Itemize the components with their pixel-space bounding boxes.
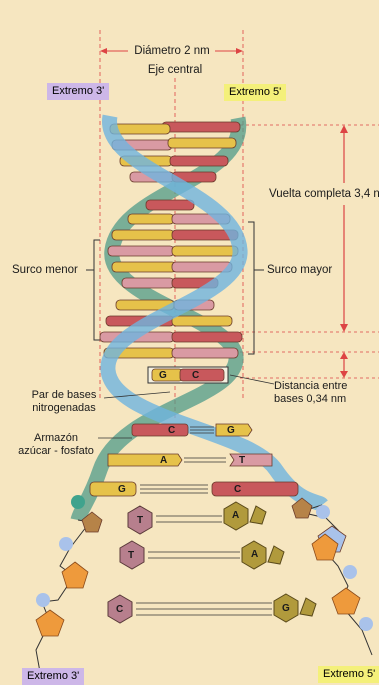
- full-turn-label: Vuelta completa 3,4 nm: [269, 188, 379, 201]
- base-letter: T: [128, 549, 134, 562]
- diameter-label: Diámetro 2 nm: [128, 45, 216, 58]
- end-5-top-label: Extremo 5': [224, 84, 286, 101]
- base-letter: C: [234, 483, 241, 496]
- chemical-structure-region: [36, 495, 373, 672]
- base-pair-label: Par de bases nitrogenadas: [26, 389, 102, 415]
- base-letter: A: [160, 454, 167, 467]
- base-letter: G: [159, 369, 167, 382]
- base-letter: A: [232, 509, 239, 522]
- base-letter: T: [239, 454, 245, 467]
- base-letter: A: [251, 548, 258, 561]
- end-3-bottom-label: Extremo 3': [22, 668, 84, 685]
- end-3-top-label: Extremo 3': [47, 83, 109, 100]
- minor-groove-label: Surco menor: [12, 264, 78, 277]
- base-letter: C: [116, 603, 123, 616]
- minor-groove-bracket: [94, 240, 100, 340]
- end-5-bottom-label: Extremo 5': [318, 666, 379, 683]
- major-groove-bracket: [248, 222, 254, 354]
- base-letter: G: [282, 602, 290, 615]
- base-distance-label: Distancia entre bases 0,34 nm: [274, 380, 347, 406]
- base-letter: G: [227, 424, 235, 437]
- major-groove-label: Surco mayor: [267, 264, 332, 277]
- base-letter: T: [137, 514, 143, 527]
- central-axis-label: Eje central: [140, 64, 210, 77]
- base-letter: C: [168, 424, 175, 437]
- base-letter: G: [118, 483, 126, 496]
- backbone-label: Armazón azúcar - fosfato: [12, 432, 100, 458]
- base-distance-leader: [230, 375, 274, 384]
- base-letter: C: [192, 369, 199, 382]
